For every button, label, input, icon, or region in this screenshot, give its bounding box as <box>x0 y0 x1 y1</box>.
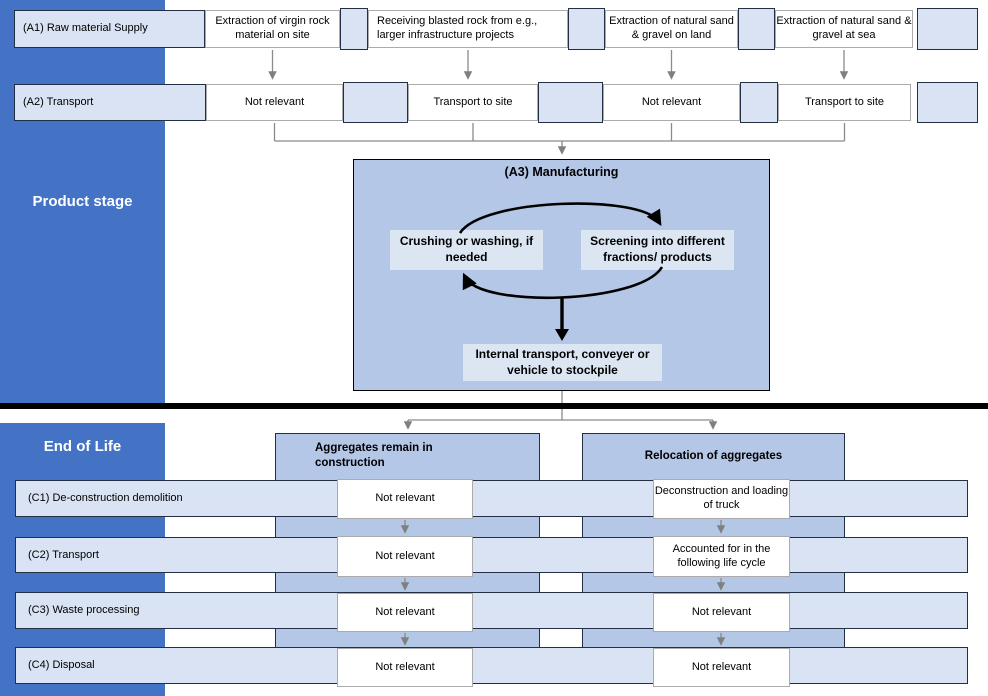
a2-spacer-3 <box>740 82 778 123</box>
a3-title: (A3) Manufacturing <box>504 165 619 179</box>
a1-cell-virgin-rock: Extraction of virgin rock material on si… <box>205 10 340 48</box>
branch-remain-header: Aggregates remain in construction <box>276 434 539 478</box>
row-label-a2-text: (A2) Transport <box>23 95 94 108</box>
a2-cell-1: Not relevant <box>206 84 343 121</box>
product-stage-label: Product stage <box>32 193 133 210</box>
c4-left-text: Not relevant <box>375 660 435 673</box>
a1-spacer-2 <box>568 8 605 50</box>
branch-remain-header-text: Aggregates remain in construction <box>315 442 433 469</box>
a1-spacer-3 <box>738 8 775 50</box>
a2-cell-4: Transport to site <box>778 84 911 121</box>
a3-internal-transport-text: Internal transport, conveyer or vehicle … <box>475 346 650 377</box>
a3-crushing-box: Crushing or washing, if needed <box>390 230 543 270</box>
row-label-a1: (A1) Raw material Supply <box>14 10 205 48</box>
c2-left-text: Not relevant <box>375 549 435 562</box>
c2-right-text: Accounted for in the following life cycl… <box>672 542 771 569</box>
a2-spacer-4 <box>917 82 978 123</box>
a2-cell-1-text: Not relevant <box>244 95 305 108</box>
c4-right-cell: Not relevant <box>653 648 790 687</box>
a1-cell-sand-sea-text: Extraction of natural sand & gravel at s… <box>776 15 912 41</box>
c4-left-cell: Not relevant <box>337 648 473 687</box>
a3-eol-connector <box>403 391 718 430</box>
a3-internal-transport-box: Internal transport, conveyer or vehicle … <box>463 344 662 381</box>
a3-crushing-text: Crushing or washing, if needed <box>399 234 534 264</box>
row-c2: (C2) Transport <box>15 537 968 573</box>
a2-a3-connector <box>273 123 846 155</box>
product-stage-bar: Product stage <box>0 0 165 403</box>
row-label-a2: (A2) Transport <box>14 84 206 121</box>
a1-spacer-4 <box>917 8 978 50</box>
a1-cell-sand-land-text: Extraction of natural sand & gravel on l… <box>609 15 734 41</box>
c1-left-text: Not relevant <box>375 492 435 505</box>
row-label-c3: (C3) Waste processing <box>28 604 140 617</box>
c1-right-cell: Deconstruction and loading of truck <box>653 479 790 519</box>
a2-spacer-1 <box>343 82 408 123</box>
row-label-c2: (C2) Transport <box>28 548 99 561</box>
c2-right-cell: Accounted for in the following life cycl… <box>653 536 790 577</box>
c3-left-cell: Not relevant <box>337 593 473 632</box>
a2-cell-3-text: Not relevant <box>641 95 702 108</box>
a1-cell-blasted-rock-text: Receiving blasted rock from e.g., larger… <box>377 15 538 41</box>
a1-cell-virgin-rock-text: Extraction of virgin rock material on si… <box>215 15 330 41</box>
c3-right-text: Not relevant <box>691 605 752 618</box>
a2-cell-4-text: Transport to site <box>804 95 885 108</box>
row-c3: (C3) Waste processing <box>15 592 968 629</box>
a2-cell-2-text: Transport to site <box>433 95 513 108</box>
c4-right-text: Not relevant <box>691 660 752 673</box>
a1-cell-blasted-rock: Receiving blasted rock from e.g., larger… <box>368 10 568 48</box>
row-label-a1-text: (A1) Raw material Supply <box>23 22 148 35</box>
row-label-c1: (C1) De-construction demolition <box>28 492 183 505</box>
a1-a2-arrows <box>268 50 849 80</box>
a1-cell-sand-land: Extraction of natural sand & gravel on l… <box>605 10 738 48</box>
section-divider <box>0 403 988 409</box>
row-label-c4: (C4) Disposal <box>28 659 95 672</box>
c3-right-cell: Not relevant <box>653 593 790 632</box>
a2-cell-2: Transport to site <box>408 84 538 121</box>
row-c1: (C1) De-construction demolition <box>15 480 968 517</box>
a3-screening-box: Screening into different fractions/ prod… <box>581 230 734 270</box>
a3-screening-text: Screening into different fractions/ prod… <box>590 234 725 264</box>
row-c4: (C4) Disposal <box>15 647 968 684</box>
a2-spacer-2 <box>538 82 603 123</box>
a1-spacer-1 <box>340 8 368 50</box>
a2-cell-3: Not relevant <box>603 84 740 121</box>
c3-left-text: Not relevant <box>375 605 435 618</box>
branch-relocation-header: Relocation of aggregates <box>583 434 844 478</box>
c2-left-cell: Not relevant <box>337 536 473 577</box>
end-of-life-label: End of Life <box>43 438 122 455</box>
c1-left-cell: Not relevant <box>337 479 473 519</box>
a1-cell-sand-sea: Extraction of natural sand & gravel at s… <box>775 10 913 48</box>
branch-relocation-header-text: Relocation of aggregates <box>644 449 783 462</box>
c1-right-text: Deconstruction and loading of truck <box>654 485 789 511</box>
